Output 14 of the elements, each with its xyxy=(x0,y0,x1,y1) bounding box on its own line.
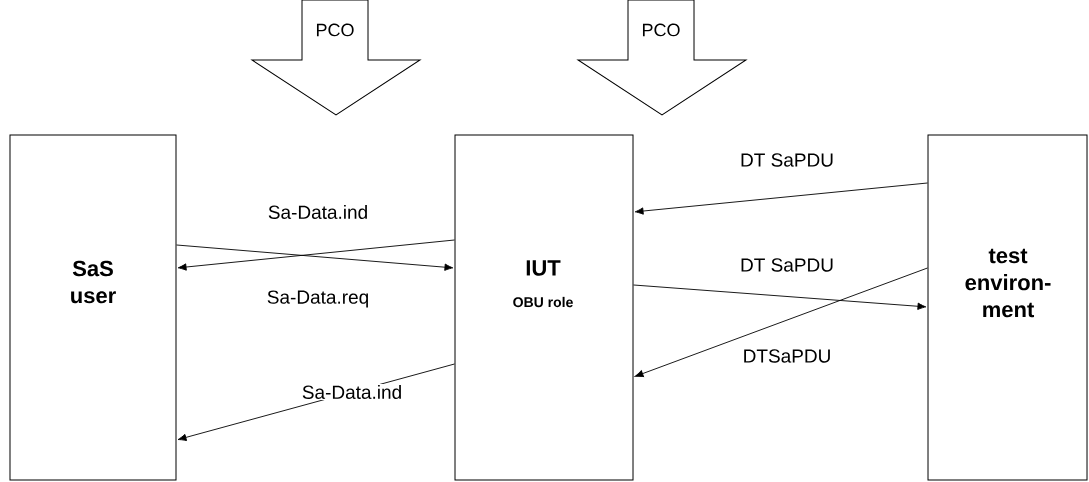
edge-label: Sa-Data.ind xyxy=(300,384,404,400)
arrow xyxy=(176,244,454,271)
edge-label: DT SaPDU xyxy=(739,152,835,168)
edge-label: DT SaPDU xyxy=(739,257,835,273)
arrow xyxy=(633,284,927,310)
edge-label: Sa-Data.req xyxy=(265,289,371,309)
system-box: test environ-ment xyxy=(927,134,1088,481)
system-box: IUT OBU role xyxy=(454,134,634,481)
edge-label: Sa-Data.ind xyxy=(266,204,370,220)
system-box: SaS user xyxy=(9,134,177,481)
arrow xyxy=(634,182,928,215)
arrow xyxy=(177,239,455,271)
arrow xyxy=(634,267,928,378)
edge-label: DTSaPDU xyxy=(741,348,833,364)
